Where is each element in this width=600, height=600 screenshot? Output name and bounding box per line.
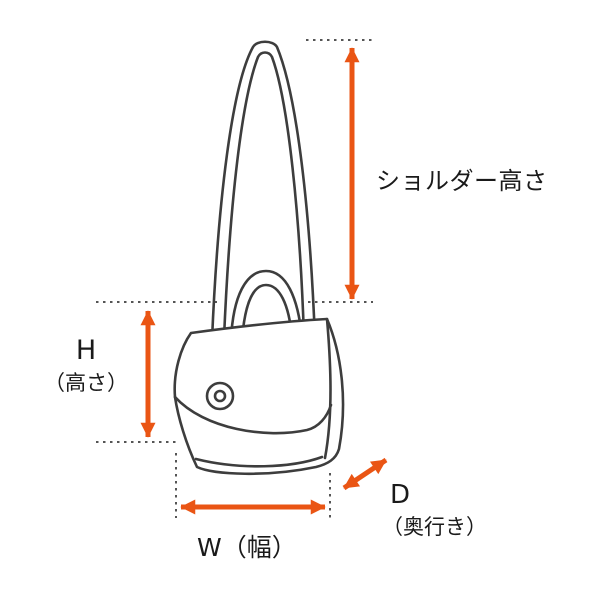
height-label: H （高さ） bbox=[28, 336, 144, 396]
bag-body bbox=[173, 317, 345, 476]
depth-paren-label: （奥行き） bbox=[382, 514, 487, 539]
strap-inner-edge bbox=[222, 51, 306, 340]
height-paren-label: （高さ） bbox=[44, 370, 128, 395]
depth-label: D （奥行き） bbox=[382, 481, 487, 540]
dimension-arrows bbox=[140, 47, 388, 515]
flap-edge bbox=[173, 395, 333, 435]
bottom-seam bbox=[194, 455, 324, 468]
shoulder-strap bbox=[210, 40, 317, 342]
top-handle bbox=[229, 269, 304, 342]
height-letter: H bbox=[75, 335, 97, 366]
clasp-inner-ring bbox=[213, 389, 227, 403]
bag-illustration bbox=[173, 40, 345, 476]
guide-lines bbox=[96, 39, 373, 518]
handle-inner-edge bbox=[240, 283, 294, 342]
clasp-outer-ring bbox=[205, 381, 235, 411]
shoulder-height-label: ショルダー高さ bbox=[376, 167, 548, 195]
strap-outer-edge bbox=[210, 40, 317, 342]
clasp bbox=[205, 381, 235, 411]
width-label: W（幅） bbox=[197, 533, 297, 562]
depth-letter: D bbox=[390, 480, 411, 510]
side-gusset-line bbox=[323, 317, 332, 460]
depth-arrow bbox=[342, 457, 388, 491]
handle-outer-edge bbox=[229, 269, 304, 342]
